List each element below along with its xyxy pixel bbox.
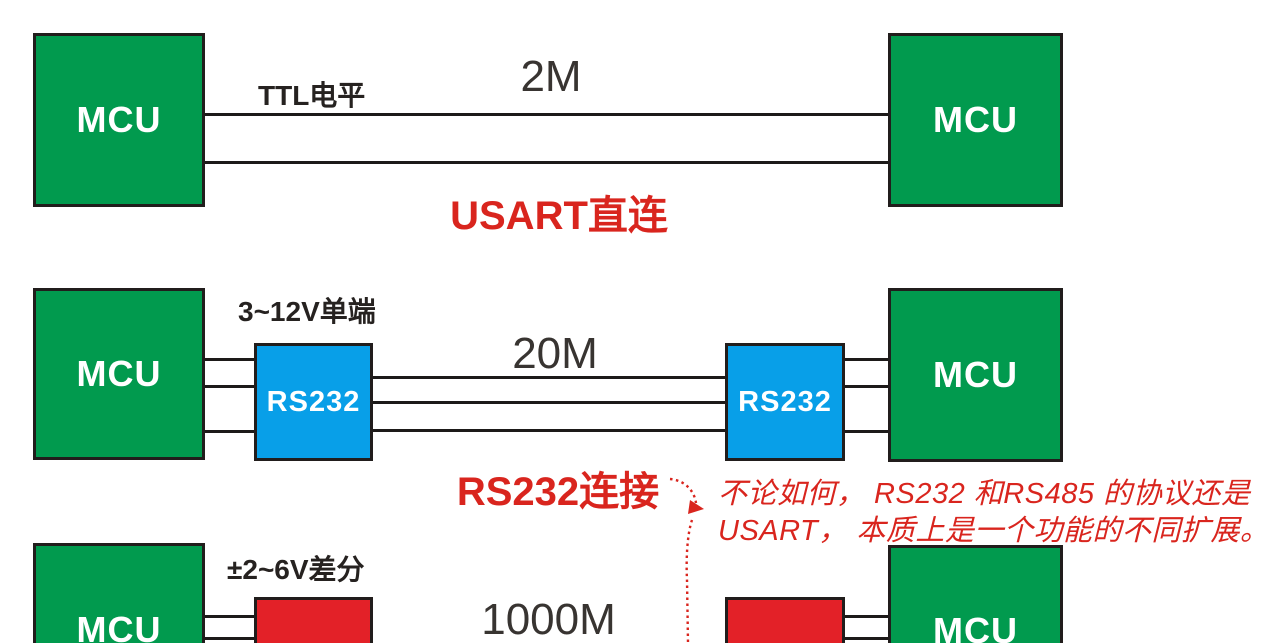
rs232-box-left: RS232	[254, 343, 373, 461]
caption-rs232-link: RS232连接	[456, 470, 660, 514]
mcu-box-row2-right: MCU	[888, 288, 1063, 462]
leader-tail	[685, 519, 694, 643]
leader-curve	[669, 477, 698, 504]
distance-label-row1: 2M	[520, 52, 582, 101]
dashed-leader-line	[669, 477, 704, 643]
wire-row2-bus	[373, 401, 725, 404]
caption-usart-direct: USART直连	[450, 194, 668, 238]
mcu-box-row3-left: MCU	[33, 543, 205, 643]
wire-row2-bus	[373, 376, 725, 379]
mcu-label: MCU	[933, 99, 1018, 140]
wire-row2-stub	[845, 430, 888, 433]
wire-row2-stub	[205, 385, 254, 388]
rs232-box-right: RS232	[725, 343, 845, 461]
mcu-box-row2-left: MCU	[33, 288, 205, 460]
wire-row2-bus	[373, 429, 725, 432]
annotation-line-2: USART， 本质上是一个功能的不同扩展。	[718, 515, 1270, 547]
wire-row3-stub	[845, 637, 888, 640]
mcu-label: MCU	[76, 609, 162, 643]
wire-row1-1	[205, 113, 888, 116]
annotation-line-1: 不论如何， RS232 和RS485 的协议还是	[718, 478, 1251, 510]
wire-row2-stub	[845, 385, 888, 388]
mcu-label: MCU	[76, 99, 162, 140]
wire-row2-stub	[845, 358, 888, 361]
leader-arrowhead-icon	[688, 500, 704, 514]
wire-row3-stub	[205, 615, 254, 618]
wire-row1-2	[205, 161, 888, 164]
signal-label-ttl: TTL电平	[258, 80, 366, 111]
mcu-label: MCU	[933, 354, 1018, 395]
mcu-box-row1-left: MCU	[33, 33, 205, 207]
wire-row3-stub	[845, 615, 888, 618]
wire-row2-stub	[205, 430, 254, 433]
signal-label-differential: ±2~6V差分	[227, 554, 365, 585]
distance-label-row3: 1000M	[481, 595, 616, 643]
wire-row2-stub	[205, 358, 254, 361]
distance-label-row2: 20M	[512, 329, 598, 378]
mcu-label: MCU	[933, 610, 1018, 643]
rs232-label: RS232	[738, 385, 832, 418]
wire-row3-stub	[205, 637, 254, 640]
rs232-label: RS232	[266, 385, 361, 418]
rs485-box-right	[725, 597, 845, 643]
signal-label-single-ended: 3~12V单端	[238, 296, 376, 327]
mcu-box-row3-right: MCU	[888, 545, 1063, 643]
mcu-label: MCU	[76, 353, 162, 394]
rs485-box-left	[254, 597, 373, 643]
mcu-box-row1-right: MCU	[888, 33, 1063, 207]
